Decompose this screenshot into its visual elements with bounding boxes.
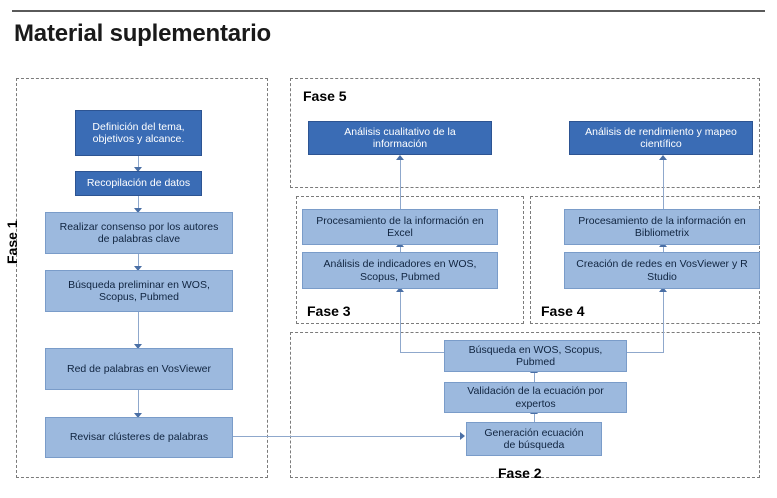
title-divider: [12, 10, 765, 12]
connector-busqueda-wos-branch-left: [400, 352, 444, 353]
phase-container-fase1: [16, 78, 268, 478]
phase-label-fase2: Fase 2: [498, 465, 542, 481]
node-recopilacion-datos[interactable]: Recopilación de datos: [75, 171, 202, 196]
node-procesamiento-excel-line2: Excel: [387, 227, 413, 239]
connector-revisar-to-generacion: [224, 436, 463, 437]
node-consenso-autores[interactable]: Realizar consenso por los autores de pal…: [45, 212, 233, 254]
node-procesamiento-excel[interactable]: Procesamiento de la información en Excel: [302, 209, 498, 245]
node-analisis-indicadores-line1: Análisis de indicadores en WOS,: [323, 258, 477, 271]
arrowhead-branch-left-into-analisis-indicadores: [396, 287, 404, 292]
arrowhead-recopilacion-to-consenso: [134, 208, 142, 213]
phase-label-fase4: Fase 4: [541, 303, 585, 319]
arrowhead-consenso-to-busqueda-preliminar: [134, 266, 142, 271]
node-busqueda-wos-line1: Búsqueda en WOS, Scopus,: [468, 343, 603, 356]
node-analisis-indicadores[interactable]: Análisis de indicadores en WOS, Scopus, …: [302, 252, 498, 289]
node-procesamiento-bibliometrix[interactable]: Procesamiento de la información en Bibli…: [564, 209, 760, 245]
node-analisis-cualitativo[interactable]: Análisis cualitativo de la información: [308, 121, 492, 155]
connector-consenso-to-busqueda-preliminar: [138, 253, 139, 271]
node-generacion-ecuacion-line2: de búsqueda: [503, 439, 565, 451]
node-creacion-redes-line1: Creación de redes en VosViewer y R: [576, 258, 748, 271]
node-consenso-autores-line1: Realizar consenso por los autores: [59, 220, 219, 233]
arrowhead-red-to-revisar: [134, 413, 142, 418]
node-validacion-ecuacion[interactable]: Validación de la ecuación por expertos: [444, 382, 627, 413]
node-validacion-ecuacion-line1: Validación de la ecuación por: [467, 385, 604, 398]
connector-procesamiento-bibliometrix-to-analisis-rendimiento: [663, 160, 664, 211]
node-analisis-cualitativo-line1: Análisis cualitativo de la: [344, 125, 456, 138]
node-generacion-ecuacion[interactable]: Generación ecuación de búsqueda: [466, 422, 602, 456]
arrowhead-definicion-to-recopilacion: [134, 167, 142, 172]
node-busqueda-wos-line2: Pubmed: [515, 356, 556, 368]
node-busqueda-preliminar[interactable]: Búsqueda preliminar en WOS, Scopus, Pubm…: [45, 270, 233, 312]
node-red-palabras-line1: Red de palabras en VosViewer: [67, 362, 211, 375]
node-recopilacion-datos-line1: Recopilación de datos: [86, 177, 191, 190]
node-analisis-indicadores-line2: Scopus, Pubmed: [360, 270, 440, 283]
node-procesamiento-excel-line1: Procesamiento de la información en: [316, 214, 484, 227]
phase-label-fase5: Fase 5: [303, 88, 347, 104]
node-busqueda-wos[interactable]: Búsqueda en WOS, Scopus, Pubmed: [444, 340, 627, 372]
node-generacion-ecuacion-line1: Generación ecuación: [484, 426, 584, 439]
phase-container-fase5: [290, 78, 760, 188]
connector-busqueda-preliminar-to-red: [138, 311, 139, 349]
page-title: Material suplementario: [14, 20, 272, 47]
phase-container-fase2: [290, 332, 760, 478]
connector-generacion-to-validacion: [534, 412, 535, 424]
connector-branch-right-riser: [663, 290, 664, 352]
node-creacion-redes[interactable]: Creación de redes en VosViewer y R Studi…: [564, 252, 760, 289]
phase-container-fase3: [296, 196, 524, 324]
connector-procesamiento-excel-to-analisis-cualitativo: [400, 160, 401, 211]
connector-validacion-to-busqueda-wos: [534, 371, 535, 383]
connector-analisis-indicadores-to-procesamiento-excel: [400, 245, 401, 257]
connector-red-to-revisar: [138, 389, 139, 418]
phase-label-fase1: Fase 1: [4, 220, 20, 264]
node-definicion-tema-line2: objetivos y alcance.: [92, 133, 185, 145]
node-analisis-cualitativo-line2: información: [372, 138, 428, 150]
arrowhead-branch-right-into-creacion-redes: [659, 287, 667, 292]
arrowhead-procesamiento-excel-to-analisis-cualitativo: [396, 155, 404, 160]
phase-label-fase3: Fase 3: [307, 303, 351, 319]
connector-creacion-redes-to-procesamiento-bibliometrix: [663, 245, 664, 257]
node-busqueda-preliminar-line1: Búsqueda preliminar en WOS,: [68, 278, 210, 291]
node-validacion-ecuacion-line2: expertos: [515, 397, 556, 410]
node-definicion-tema[interactable]: Definición del tema, objetivos y alcance…: [75, 110, 202, 156]
node-analisis-rendimiento-line2: científico: [640, 138, 682, 150]
arrowhead-procesamiento-bibliometrix-to-analisis-rendimiento: [659, 155, 667, 160]
node-revisar-clusteres-line1: Revisar clústeres de palabras: [69, 431, 209, 444]
connector-definicion-to-recopilacion: [138, 155, 139, 172]
node-analisis-rendimiento-line1: Análisis de rendimiento y mapeo: [585, 125, 737, 138]
node-busqueda-preliminar-line2: Scopus, Pubmed: [99, 291, 179, 303]
node-procesamiento-bibliometrix-line1: Procesamiento de la información en: [578, 214, 746, 227]
node-creacion-redes-line2: Studio: [647, 270, 677, 283]
node-definicion-tema-line1: Definición del tema,: [92, 120, 185, 133]
connector-recopilacion-to-consenso: [138, 195, 139, 213]
node-red-palabras[interactable]: Red de palabras en VosViewer: [45, 348, 233, 390]
node-consenso-autores-line2: de palabras clave: [97, 233, 181, 245]
node-analisis-rendimiento[interactable]: Análisis de rendimiento y mapeo científi…: [569, 121, 753, 155]
node-procesamiento-bibliometrix-line2: Bibliometrix: [634, 227, 690, 239]
arrowhead-revisar-to-generacion: [460, 432, 465, 440]
arrowhead-busqueda-preliminar-to-red: [134, 344, 142, 349]
connector-branch-left-riser: [400, 290, 401, 352]
connector-busqueda-wos-branch-right: [624, 352, 664, 353]
node-revisar-clusteres[interactable]: Revisar clústeres de palabras: [45, 417, 233, 458]
